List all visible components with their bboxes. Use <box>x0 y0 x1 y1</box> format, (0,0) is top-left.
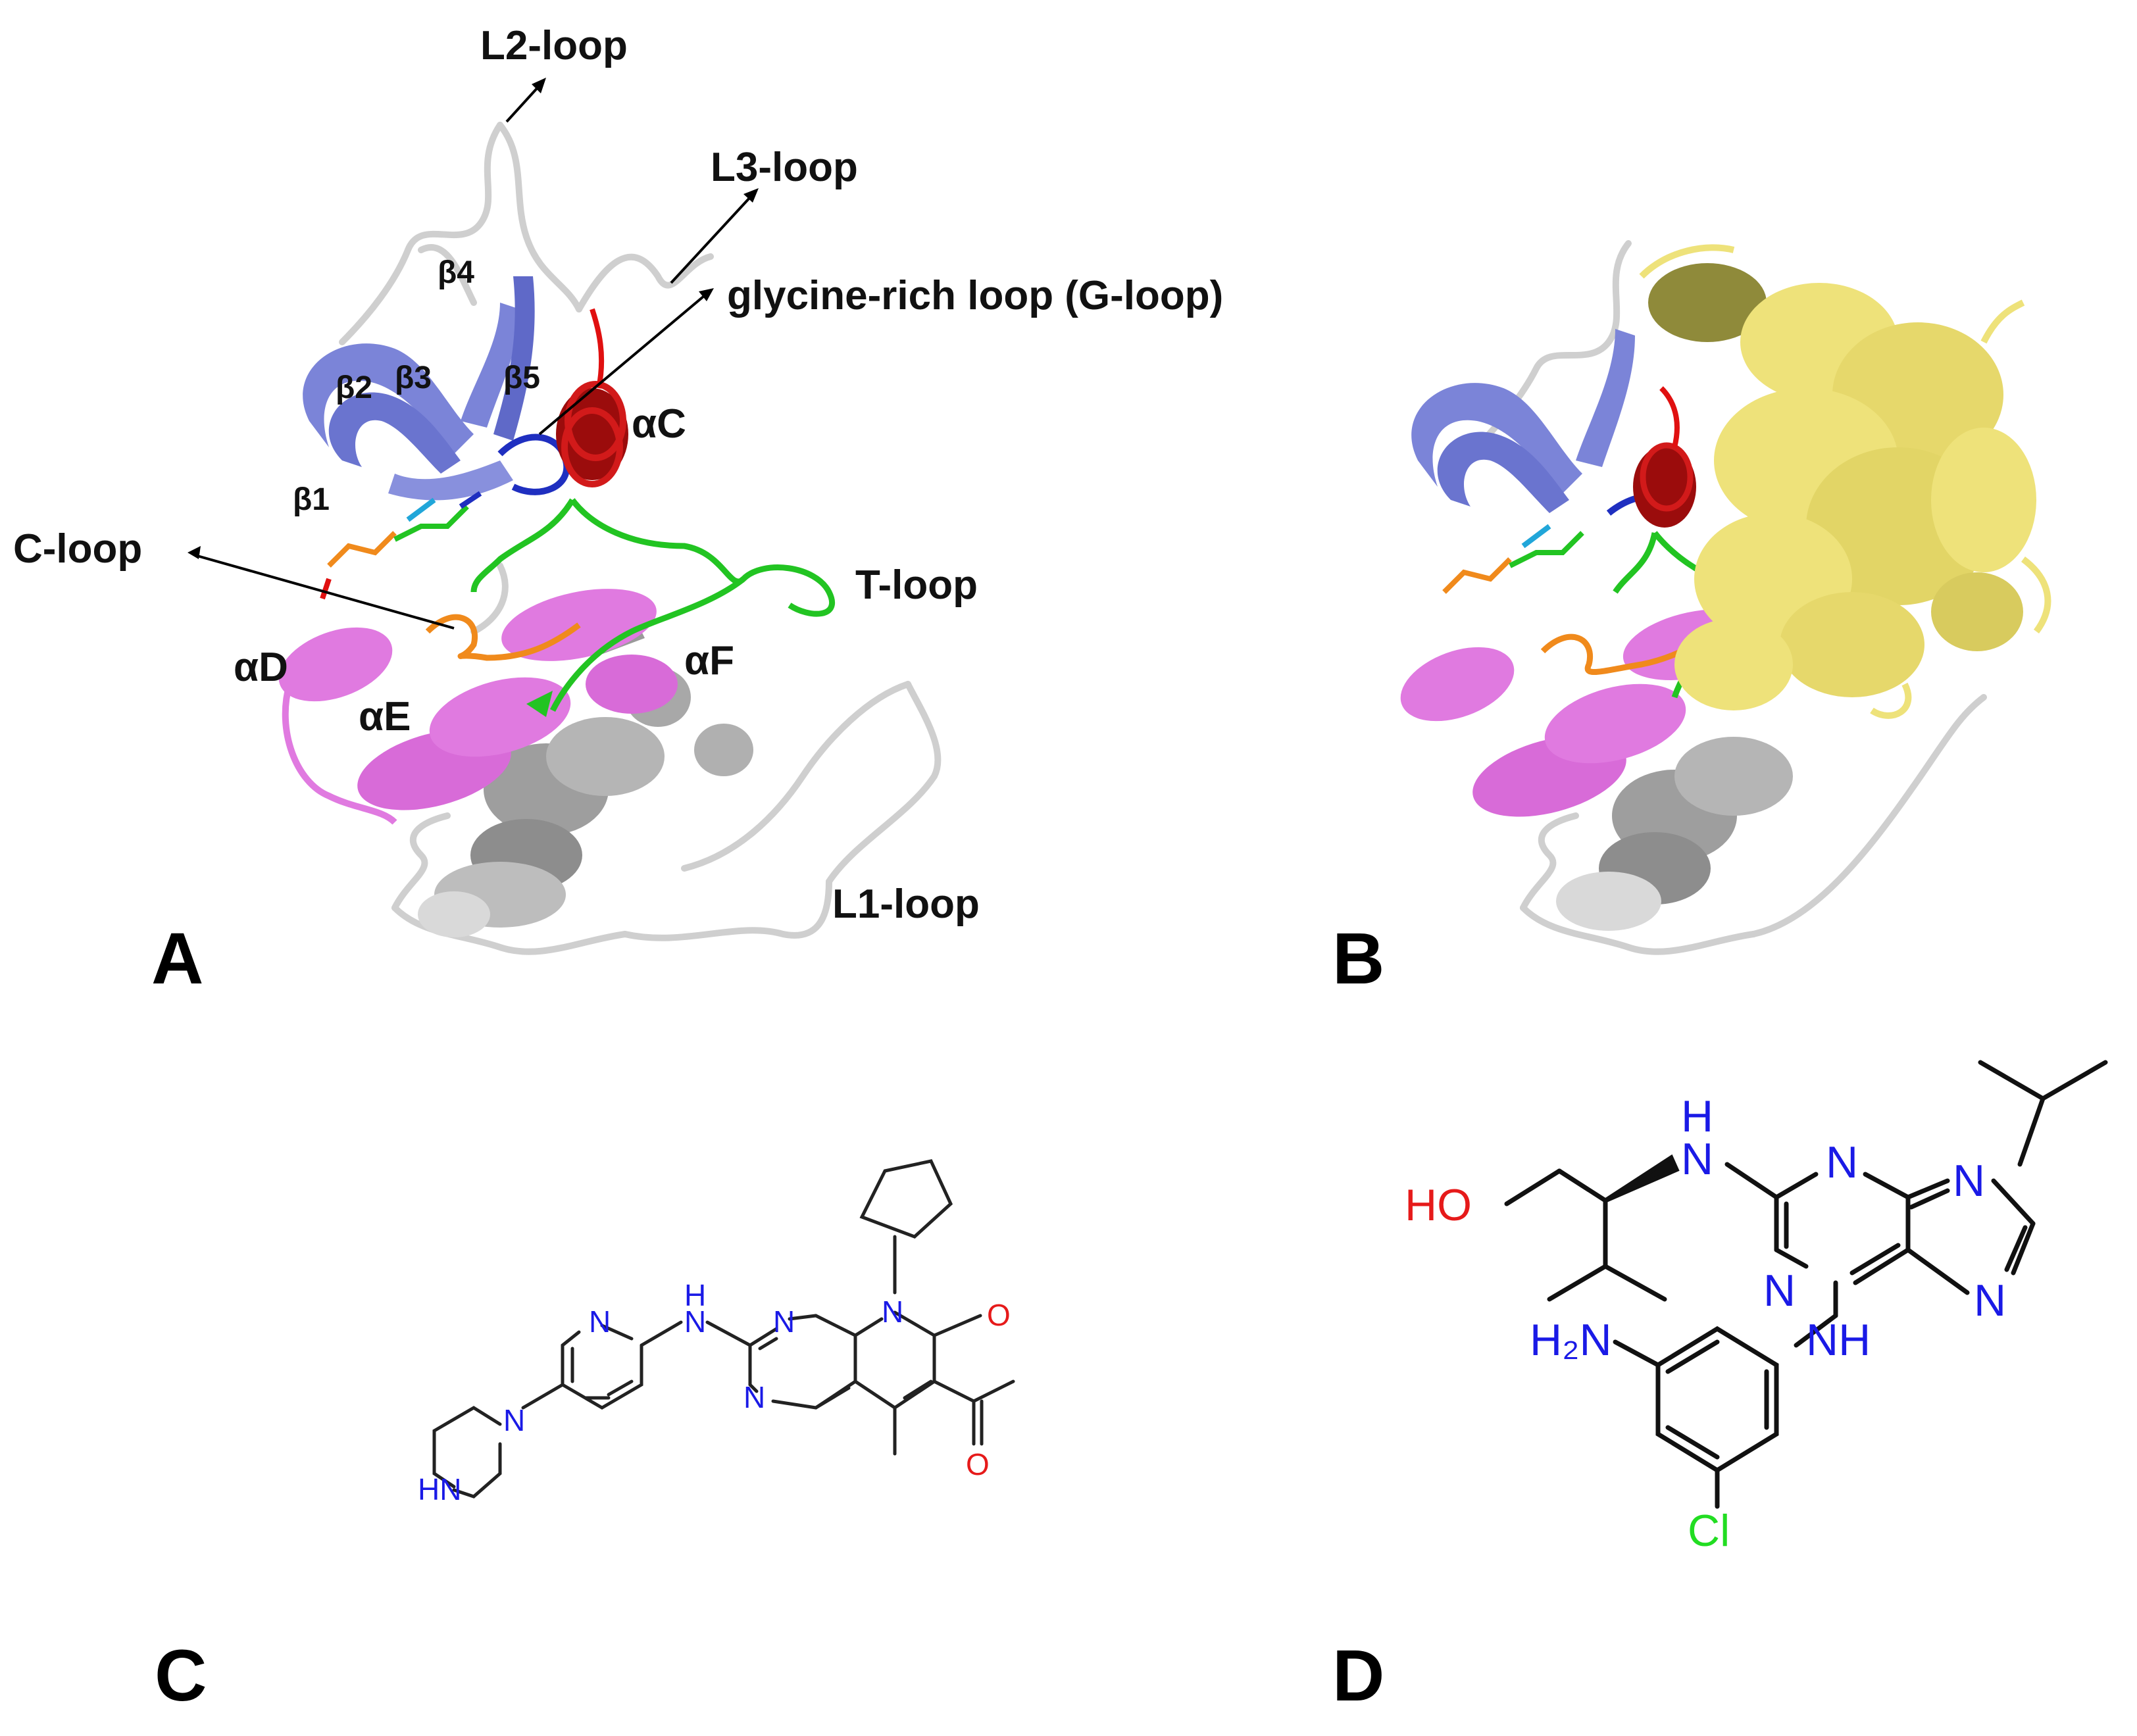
panel-letter-a: A <box>151 918 203 999</box>
panel-b-grey-helices <box>1556 737 1793 931</box>
label-l1-loop: L1-loop <box>832 881 980 927</box>
label-beta3: β3 <box>395 360 432 395</box>
label-alpha-f: αF <box>684 638 734 683</box>
label-g-loop: glycine-rich loop (G-loop) <box>727 273 1223 318</box>
d-atom-h2n: H₂N <box>1530 1315 1612 1365</box>
panel-a-t-loop <box>470 498 836 712</box>
c-atom-o-acetyl: O <box>966 1447 990 1481</box>
d-atom-nh-top-n: N <box>1681 1134 1713 1184</box>
label-alpha-e: αE <box>359 694 411 739</box>
c-atom-h-linker: H <box>684 1278 706 1312</box>
c-atom-n-piperazine: N <box>503 1403 525 1437</box>
d-atom-ho: HO <box>1405 1180 1472 1230</box>
label-alpha-d: αD <box>234 645 288 690</box>
d-atom-nh-aniline: NH <box>1806 1315 1871 1365</box>
c-atom-n-pyrimidine-bottom: N <box>743 1380 765 1414</box>
label-alpha-c: αC <box>632 401 686 447</box>
panel-letter-d: D <box>1332 1635 1384 1716</box>
c-atom-hn-piperazine: HN <box>418 1472 461 1506</box>
label-beta2: β2 <box>336 370 372 405</box>
panel-c-atom-labels: N H N N N N O O N HN <box>418 1278 1011 1506</box>
panel-a-c-loop <box>425 614 581 661</box>
panel-a-beta-sheet <box>303 276 570 501</box>
d-atom-n-purine-7: N <box>1974 1276 2006 1326</box>
c-atom-n-pyrimidine-top: N <box>773 1304 795 1339</box>
label-l3-loop: L3-loop <box>711 145 858 190</box>
c-atom-n-cyclopentyl: N <box>882 1295 903 1329</box>
c-cyclopentyl-ring <box>859 1159 953 1239</box>
panel-letter-b: B <box>1332 918 1384 999</box>
panel-b-cyclin <box>1639 244 2051 719</box>
d-atom-n-purine-top: N <box>1826 1137 1858 1187</box>
panel-a-green-strand <box>526 691 553 717</box>
panel-a-arrowheads <box>188 78 759 559</box>
d-benzene-ring <box>1655 1326 1779 1474</box>
panel-a-annotation-arrows <box>197 84 751 630</box>
panel-b-ligand <box>1442 524 1584 594</box>
panel-a-ligand <box>320 491 482 600</box>
panel-d-molecule <box>1504 1060 2108 1509</box>
label-beta4: β4 <box>438 255 474 290</box>
d-atom-cl: Cl <box>1688 1506 1730 1556</box>
label-l2-loop: L2-loop <box>480 23 628 68</box>
panel-c-molecule <box>432 1159 1015 1499</box>
label-beta5: β5 <box>503 360 540 395</box>
c-atom-n-pyridine: N <box>589 1304 611 1339</box>
panel-b-protein-complex: B <box>1332 240 2051 999</box>
label-beta1: β1 <box>293 482 330 517</box>
d-atom-n-purine-9: N <box>1953 1156 1985 1206</box>
c-atom-nh-linker: N <box>684 1304 706 1339</box>
label-t-loop: T-loop <box>855 562 978 608</box>
panel-b-alpha-c-helix <box>1633 386 1696 528</box>
panel-a-protein-structure: L2-loop L3-loop glycine-rich loop (G-loo… <box>13 23 1223 999</box>
panel-a-alpha-c-helix <box>556 308 628 487</box>
label-c-loop: C-loop <box>13 526 142 572</box>
panel-letter-c: C <box>155 1635 207 1716</box>
panel-a-magenta-helices <box>278 589 678 825</box>
d-atom-n-purine-left: N <box>1763 1266 1796 1316</box>
d-atom-nh-top-h: H <box>1681 1091 1713 1141</box>
c-atom-o-lactam: O <box>987 1298 1011 1332</box>
panel-d-atom-labels: HO H N N N N N NH H₂N Cl <box>1405 1091 2006 1556</box>
